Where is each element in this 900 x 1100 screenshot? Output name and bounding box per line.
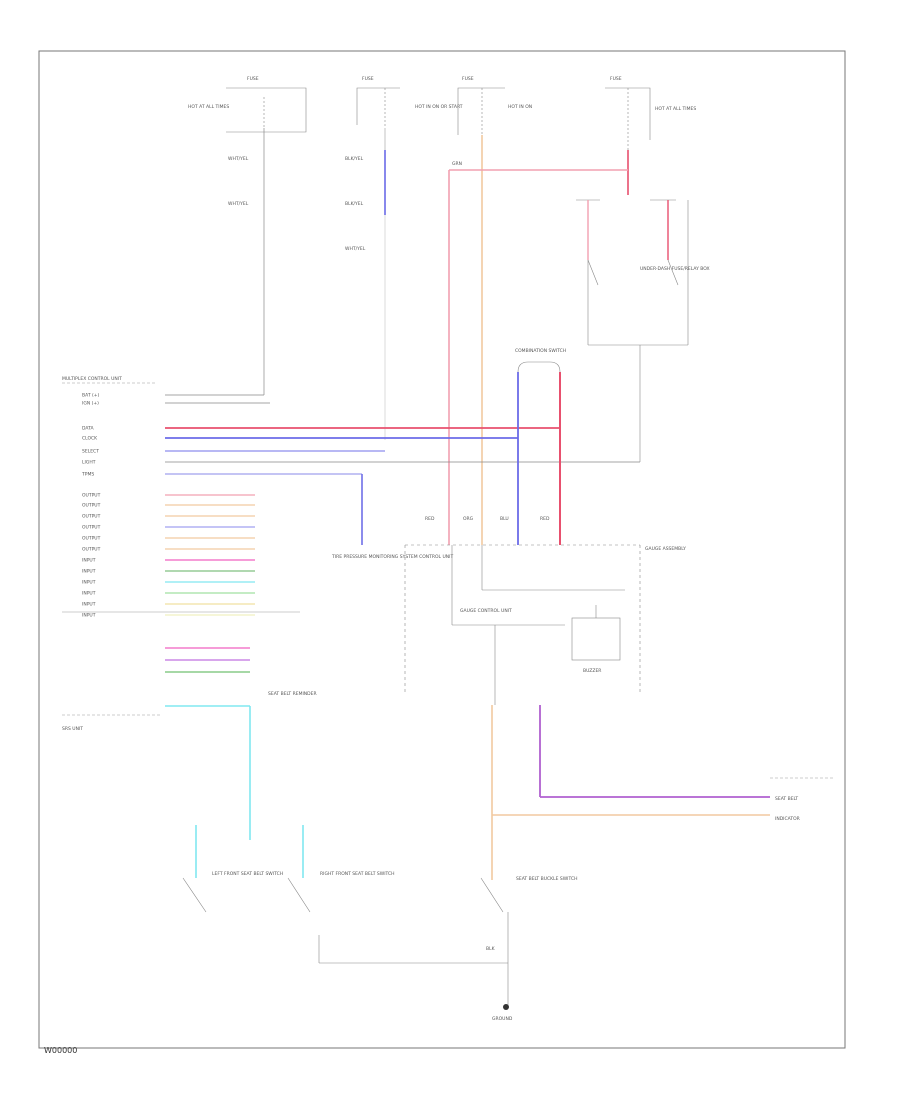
fuse-top-right-title: FUSE [610, 76, 622, 82]
fuse-top-mid-a-title: FUSE [362, 76, 374, 82]
right-block-line1: SEAT BELT [775, 796, 798, 802]
seat-belt-buckle-label: SEAT BELT BUCKLE SWITCH [516, 876, 578, 882]
label-grn-top: GRN [452, 161, 462, 167]
gauge-assembly-label: GAUGE ASSEMBLY [645, 546, 686, 552]
seat-belt-switch-right-label: RIGHT FRONT SEAT BELT SWITCH [320, 871, 395, 877]
diagram-frame [38, 50, 846, 1049]
fuse-top-right-desc: HOT AT ALL TIMES [655, 106, 696, 112]
multiplex-block [62, 382, 300, 613]
label-wht-yel-3: WHT/YEL [345, 246, 366, 252]
fuse-top-left-title: FUSE [247, 76, 259, 82]
multiplex-row-label: INPUT [82, 558, 96, 564]
seat-belt-reminder-label: SEAT BELT REMINDER [268, 691, 317, 697]
fuse-top-mid-a [356, 87, 400, 128]
multiplex-row-label: DATA [82, 426, 95, 432]
seat-belt-switch-left-label: LEFT FRONT SEAT BELT SWITCH [212, 871, 283, 877]
multiplex-row-label: OUTPUT [82, 536, 101, 542]
lower-connector-lines [62, 647, 251, 840]
multiplex-rows: BAT (+) IGN (+) DATA CLOCK SELECT LIGHT TPMS OU… [81, 393, 255, 619]
fuse-top-mid-b-desc: HOT IN ON [508, 104, 532, 110]
under-dash-switch-block [576, 199, 689, 462]
label-blk-yel-1: BLK/YEL [345, 156, 364, 162]
fuse-top-mid-a-desc: HOT IN ON OR START [415, 104, 463, 110]
multiplex-title: MULTIPLEX CONTROL UNIT [62, 376, 122, 382]
diagram-code: W00000 [44, 1046, 77, 1055]
buzzer-label: BUZZER [583, 668, 601, 674]
multiplex-row-label: SELECT [82, 449, 99, 455]
label-wht-yel-2: WHT/YEL [228, 201, 249, 207]
ground-label: GROUND [492, 1016, 513, 1022]
fuse-top-right [605, 87, 651, 150]
bottom-switches [182, 825, 509, 1005]
multiplex-row-label: INPUT [82, 613, 96, 619]
label-blu-a: BLU [500, 516, 509, 522]
bottom-vertical-wires [491, 625, 770, 880]
gauge-control-unit-box [404, 544, 641, 695]
fuse-top-mid-b [457, 87, 505, 135]
multiplex-row-label: INPUT [82, 569, 96, 575]
ground-point-icon [503, 1004, 509, 1010]
multiplex-row-label: OUTPUT [82, 493, 101, 499]
label-blk-bottom: BLK [486, 946, 496, 952]
tpms-unit-label: TIRE PRESSURE MONITORING SYSTEM CONTROL … [331, 554, 453, 560]
fuse-top-left-desc: HOT AT ALL TIMES [188, 104, 229, 110]
gauge-control-unit-label: GAUGE CONTROL UNIT [460, 608, 512, 614]
top-wires [263, 128, 629, 545]
multiplex-row-label: INPUT [82, 580, 96, 586]
label-wht-yel-1: WHT/YEL [228, 156, 249, 162]
label-red-a: RED [425, 516, 435, 522]
bus-wires [165, 394, 640, 545]
multiplex-row-label: INPUT [82, 591, 96, 597]
multiplex-row-label: INPUT [82, 602, 96, 608]
fuse-top-mid-b-title: FUSE [462, 76, 474, 82]
right-block-line2: INDICATOR [775, 816, 800, 822]
srs-unit-label: SRS UNIT [62, 726, 83, 732]
multiplex-row-label: BAT (+) [82, 393, 100, 399]
multiplex-row-label: CLOCK [82, 436, 98, 442]
multiplex-row-label: LIGHT [82, 460, 96, 466]
multiplex-row-label: OUTPUT [82, 525, 101, 531]
multiplex-row-label: TPMS [81, 472, 94, 478]
label-org-a: ORG [463, 516, 474, 522]
combination-switch-title: COMBINATION SWITCH [515, 348, 566, 354]
multiplex-row-label: OUTPUT [82, 547, 101, 553]
label-blk-yel-2: BLK/YEL [345, 201, 364, 207]
multiplex-row-label: IGN (+) [82, 401, 99, 407]
label-red-b: RED [540, 516, 550, 522]
multiplex-row-label: OUTPUT [82, 514, 101, 520]
fuse-top-left [226, 87, 307, 133]
combination-wires [517, 361, 561, 545]
under-dash-box-label: UNDER-DASH FUSE/RELAY BOX [640, 266, 710, 272]
multiplex-row-label: OUTPUT [82, 503, 101, 509]
